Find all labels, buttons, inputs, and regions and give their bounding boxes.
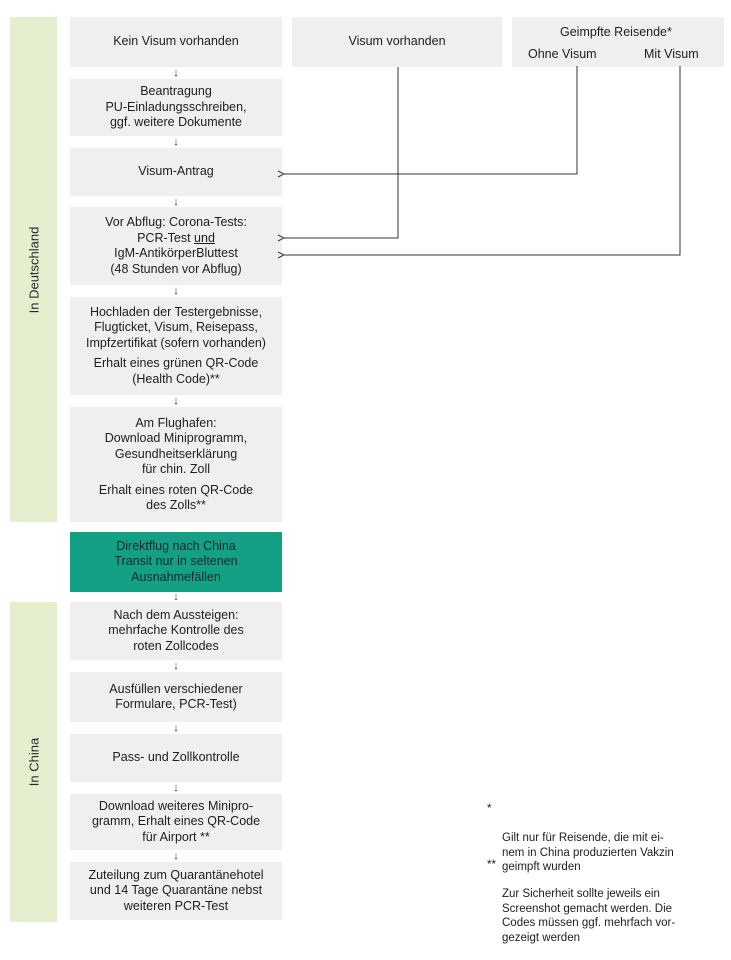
- down-arrow-icon: ↓: [173, 136, 179, 148]
- connector-has-visa: [284, 67, 399, 238]
- underlined-und: und: [194, 230, 215, 245]
- header-vaccinated-title: Geimpfte Reisende*: [560, 25, 672, 39]
- footnote-screenshot: ** Zur Sicherheit sollte jeweils ein Scr…: [487, 859, 676, 944]
- band-china: In China: [10, 602, 57, 922]
- down-arrow-icon: ↓: [173, 285, 179, 297]
- step-invitation: Beantragung PU-Einladungsschreiben, ggf.…: [70, 79, 282, 136]
- header-without-visa: Ohne Visum: [528, 47, 597, 61]
- connector-with-visa: [284, 66, 681, 255]
- connector-lines: [0, 66, 681, 930]
- connector-without-visa: [284, 66, 578, 174]
- step-quarantine: Zuteilung zum Quarantänehotel und 14 Tag…: [70, 862, 282, 920]
- step-passport-control: Pass- und Zollkontrolle: [70, 734, 282, 782]
- step-upload: Hochladen der Testergebnisse, Flugticket…: [70, 297, 282, 395]
- down-arrow-icon: ↓: [173, 850, 179, 862]
- down-arrow-icon: ↓: [173, 196, 179, 208]
- footnote-vaccine: * Gilt nur für Reisende, die mit ei- nem…: [487, 803, 674, 873]
- down-arrow-icon: ↓: [173, 395, 179, 407]
- down-arrow-icon: ↓: [173, 660, 179, 672]
- down-arrow-icon: ↓: [173, 591, 179, 603]
- step-airport: Am Flughafen: Download Miniprogramm, Ges…: [70, 407, 282, 522]
- header-has-visa: Visum vorhanden: [292, 17, 502, 67]
- header-vaccinated: Geimpfte Reisende* Ohne Visum Mit Visum: [512, 17, 724, 67]
- step-corona-tests: Vor Abflug: Corona-Tests: PCR-Test und I…: [70, 207, 282, 285]
- header-with-visa: Mit Visum: [644, 47, 699, 61]
- header-no-visa: Kein Visum vorhanden: [70, 17, 282, 67]
- step-direct-flight: Direktflug nach China Transit nur in sel…: [70, 532, 282, 592]
- step-miniprogram: Download weiteres Minipro- gramm, Erhalt…: [70, 794, 282, 850]
- down-arrow-icon: ↓: [173, 67, 179, 79]
- band-germany: In Deutschland: [10, 17, 57, 522]
- down-arrow-icon: ↓: [173, 722, 179, 734]
- down-arrow-icon: ↓: [173, 782, 179, 794]
- step-forms: Ausfüllen verschiedener Formulare, PCR-T…: [70, 672, 282, 722]
- step-visa-application: Visum-Antrag: [70, 148, 282, 196]
- step-arrival: Nach dem Aussteigen: mehrfache Kontrolle…: [70, 602, 282, 660]
